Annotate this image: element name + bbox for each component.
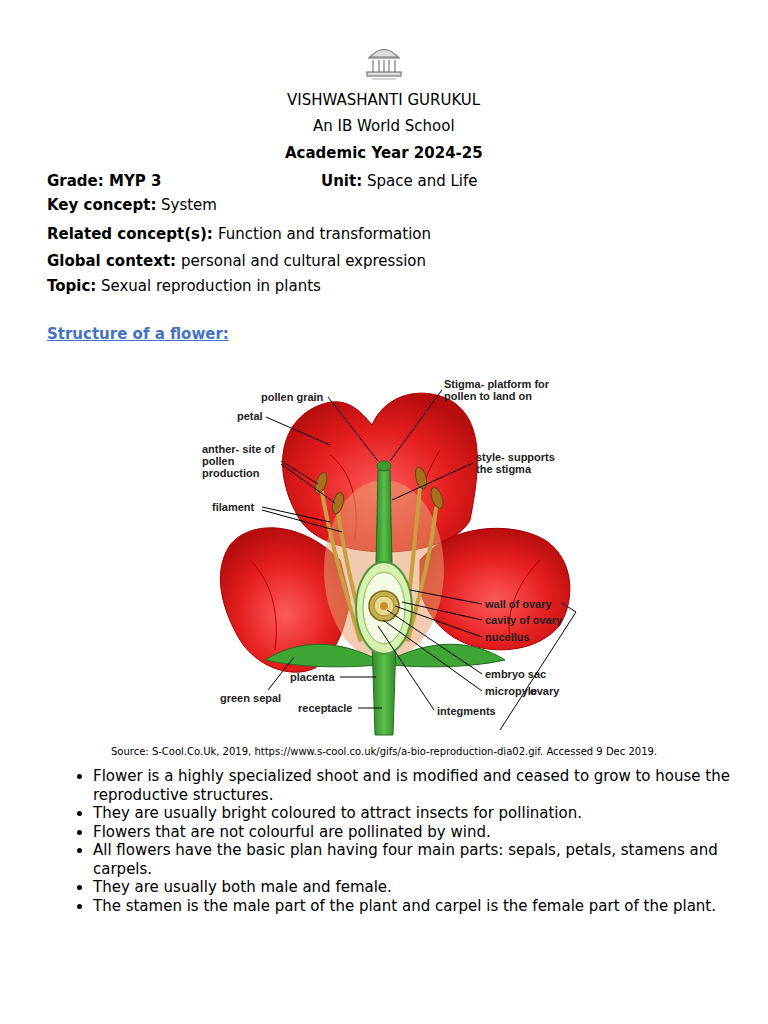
bullet-text: Flowers that are not colourful are polli… <box>93 823 491 841</box>
part-label: embryo sac <box>485 668 546 680</box>
bullet-text: They are usually both male and female. <box>93 878 392 896</box>
part-label: style- supports the stigma <box>476 451 568 475</box>
part-label: wall of ovary <box>485 598 552 610</box>
part-label: nucellus <box>485 631 530 643</box>
part-label: receptacle <box>298 702 352 714</box>
bullet-item: Flower is a highly specialized shoot and… <box>93 767 758 804</box>
bullet-text: The stamen is the male part of the plant… <box>93 897 716 915</box>
part-label: green sepal <box>220 692 281 704</box>
bullet-item: Flowers that are not colourful are polli… <box>93 823 758 842</box>
bullet-item: They are usually both male and female. <box>93 878 758 897</box>
header-text: Sexual reproduction in plants <box>101 277 321 295</box>
leader-lines <box>262 390 576 730</box>
part-label: filament <box>212 501 254 513</box>
header-text: Grade: MYP 3 <box>47 172 161 190</box>
header-text: Unit: <box>321 172 362 190</box>
header-text: Space and Life <box>367 172 478 190</box>
part-label: micropyle <box>485 685 537 697</box>
header-text: System <box>161 196 217 214</box>
header-text: Function and transformation <box>218 225 431 243</box>
part-label: placenta <box>290 671 335 683</box>
bullet-item: They are usually bright coloured to attr… <box>93 804 758 823</box>
part-label: anther- site of pollen production <box>202 443 280 479</box>
bullet-list: Flower is a highly specialized shoot and… <box>68 767 758 915</box>
source-note: Source: S-Cool.Co.Uk, 2019, https://www.… <box>111 746 657 758</box>
bullet-item: The stamen is the male part of the plant… <box>93 897 758 916</box>
header-text: Academic Year 2024-25 <box>285 144 483 162</box>
part-label: pollen grain <box>261 391 323 403</box>
part-label: integments <box>437 705 496 717</box>
header-text: VISHWASHANTI GURUKUL <box>287 91 480 109</box>
header-text: Global context: <box>47 252 176 270</box>
part-label: petal <box>237 410 263 422</box>
part-label: ovary <box>530 685 559 697</box>
header-text: Key concept: <box>47 196 156 214</box>
header-text: Related concept(s): <box>47 225 213 243</box>
section-heading: Structure of a flower: <box>47 325 229 343</box>
header-text: personal and cultural expression <box>181 252 426 270</box>
bullet-text: All flowers have the basic plan having f… <box>93 841 718 878</box>
header-text: An IB World School <box>313 117 455 135</box>
part-label: Stigma- platform for pollen to land on <box>444 378 562 402</box>
part-label: cavity of ovary <box>485 614 562 626</box>
bullet-text: Flower is a highly specialized shoot and… <box>93 767 730 804</box>
bullet-text: They are usually bright coloured to attr… <box>93 804 582 822</box>
header-text: Topic: <box>47 277 96 295</box>
school-logo <box>367 50 401 80</box>
bullet-item: All flowers have the basic plan having f… <box>93 841 758 878</box>
